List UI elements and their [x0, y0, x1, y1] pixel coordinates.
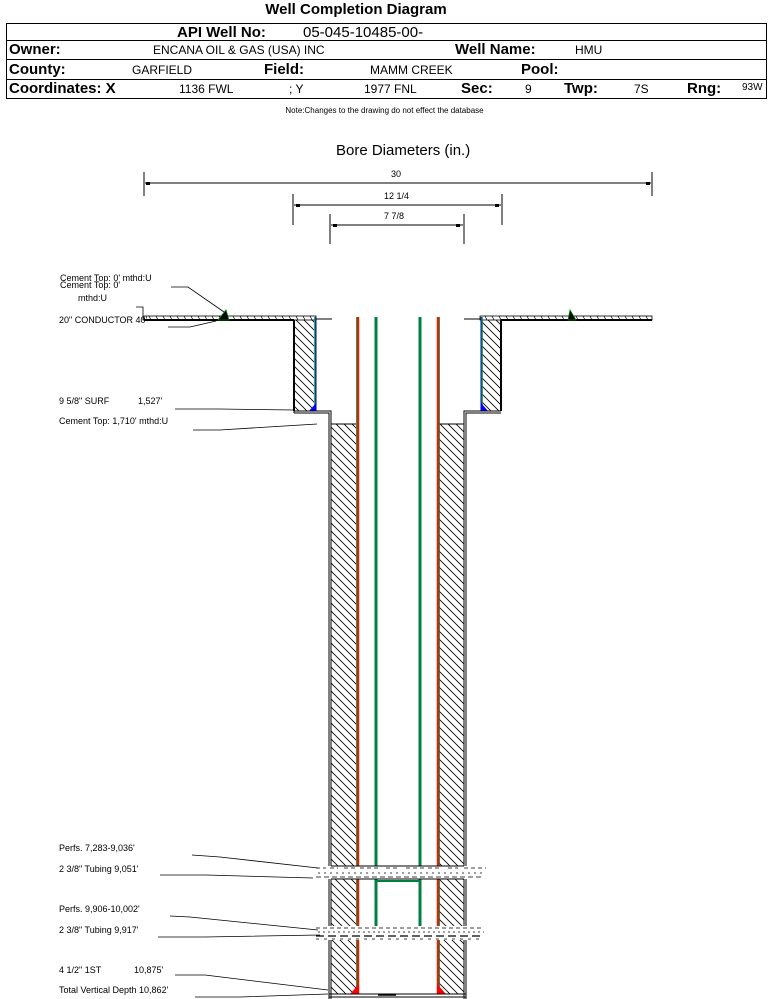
leader-conductor	[168, 320, 217, 328]
leader-cement-top-0	[171, 286, 225, 313]
hole-step	[293, 410, 501, 999]
twp-label: Twp:	[564, 80, 598, 97]
callout-cement-top-0-c: mthd:U	[78, 293, 108, 303]
callout-perfs-2: Perfs. 9,906-10,002'	[59, 904, 140, 914]
leader-tubing-2	[158, 934, 321, 938]
production-cement	[331, 423, 464, 994]
field-value: MAMM CREEK	[370, 63, 453, 77]
api-value: 05-045-10485-00-	[303, 24, 424, 41]
api-label: API Well No:	[177, 24, 266, 41]
tubing-string	[374, 317, 422, 926]
leader-perfs-1	[191, 854, 319, 869]
production-shoe-right	[437, 984, 446, 994]
leader-surf-casing	[175, 408, 295, 411]
rng-value: 93W	[742, 82, 763, 93]
pool-label: Pool:	[521, 61, 559, 78]
database-note: Note:Changes to the drawing do not effec…	[285, 106, 484, 115]
leader-production-casing	[175, 974, 329, 991]
callout-cement-top-1710: Cement Top: 1,710' mthd:U	[59, 416, 169, 426]
sec-value: 9	[525, 82, 532, 96]
callout-perfs-1: Perfs. 7,283-9,036'	[59, 843, 135, 853]
leader-cement-top-1710	[193, 423, 318, 431]
surface-cement	[293, 320, 502, 411]
cement-top-marker-right	[567, 308, 577, 321]
hole-bottom	[329, 993, 466, 998]
owner-label: Owner:	[9, 41, 61, 58]
bore-dim-7-7-8	[329, 214, 465, 244]
callout-tvd: Total Vertical Depth 10,862'	[59, 985, 169, 995]
sec-label: Sec:	[461, 80, 493, 97]
well-name-value: HMU	[575, 43, 603, 57]
callout-conductor: 20" CONDUCTOR 40'	[59, 315, 148, 325]
coords-x-label: Coordinates: X	[9, 80, 116, 97]
twp-value: 7S	[634, 82, 649, 96]
owner-value: ENCANA OIL & GAS (USA) INC	[153, 43, 325, 57]
rng-label: Rng:	[687, 80, 722, 97]
coords-y-label: ; Y	[289, 82, 304, 96]
header-divider	[7, 59, 766, 60]
callout-surf-casing: 9 5/8" SURF	[59, 396, 110, 406]
coords-x-value: 1136 FWL	[179, 82, 234, 96]
bore-diameters-title: Bore Diameters (in.)	[336, 142, 471, 159]
well-header-table: API Well No: 05-045-10485-00- Owner: ENC…	[6, 23, 767, 99]
header-divider	[7, 40, 766, 41]
well-name-label: Well Name:	[455, 41, 536, 58]
bore-dim-30	[143, 172, 653, 196]
perforation-band-2	[316, 926, 484, 940]
header-divider	[7, 79, 766, 80]
production-shoe-left	[350, 984, 359, 994]
leader-cement-top-0-b	[136, 306, 152, 321]
callout-tubing-1: 2 3/8" Tubing 9,051'	[59, 864, 139, 874]
surface-casing	[309, 317, 488, 411]
callout-cement-top-0-a: Cement Top: 0' mthd:U	[60, 273, 152, 283]
bore-label-30: 30	[391, 169, 402, 179]
leader-tubing-1	[160, 874, 314, 879]
callout-leaders	[136, 286, 329, 998]
bore-label-12-1-4: 12 1/4	[384, 191, 410, 201]
diagram-title: Well Completion Diagram	[265, 1, 447, 18]
callout-production-casing: 4 1/2" 1ST	[59, 965, 102, 975]
field-label: Field:	[264, 61, 304, 78]
callout-cement-top-0-b: Cement Top: 0'	[60, 280, 121, 290]
coords-y-value: 1977 FNL	[364, 82, 417, 96]
bore-label-7-7-8: 7 7/8	[384, 211, 405, 221]
leader-perfs-2	[169, 915, 319, 931]
callout-production-depth: 10,875'	[134, 965, 164, 975]
bore-dim-12-1-4	[292, 194, 503, 225]
perforation-band-1	[316, 865, 486, 880]
leader-tvd	[195, 993, 329, 998]
county-label: County:	[9, 61, 66, 78]
callout-tubing-2: 2 3/8" Tubing 9,917'	[59, 925, 139, 935]
county-value: GARFIELD	[132, 63, 193, 77]
surface-shoe-left	[309, 403, 316, 411]
surface-shoe-right	[481, 403, 488, 411]
callout-surf-depth: 1,527'	[138, 396, 163, 406]
cement-top-marker-left	[217, 309, 230, 321]
production-casing	[350, 317, 446, 994]
